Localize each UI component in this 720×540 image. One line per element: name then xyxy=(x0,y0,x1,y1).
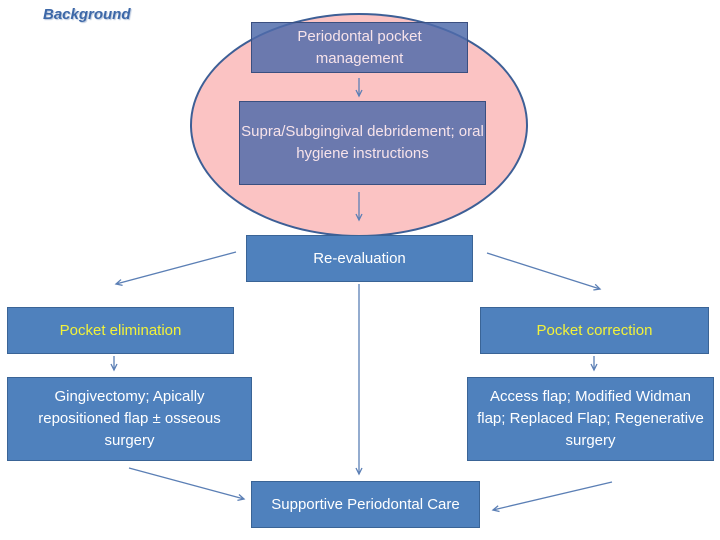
slide-heading: Background xyxy=(43,6,131,23)
node-correction-procedures: Access flap; Modified Widman flap; Repla… xyxy=(467,377,714,461)
node-pocket-management: Periodontal pocket management xyxy=(251,22,468,73)
arrow-reevaluation-to-elimination xyxy=(114,251,237,286)
node-supportive-care: Supportive Periodontal Care xyxy=(251,481,480,528)
arrow-reevaluation-to-correction xyxy=(486,252,602,291)
node-debridement: Supra/Subgingival debridement; oral hygi… xyxy=(239,101,486,185)
node-elimination-procedures: Gingivectomy; Apically repositioned flap… xyxy=(7,377,252,461)
arrow-elimination-to-supportive xyxy=(128,467,246,501)
node-pocket-correction: Pocket correction xyxy=(480,307,709,354)
node-pocket-elimination: Pocket elimination xyxy=(7,307,234,354)
arrow-correction-to-supportive xyxy=(491,481,613,513)
node-reevaluation: Re-evaluation xyxy=(246,235,473,282)
